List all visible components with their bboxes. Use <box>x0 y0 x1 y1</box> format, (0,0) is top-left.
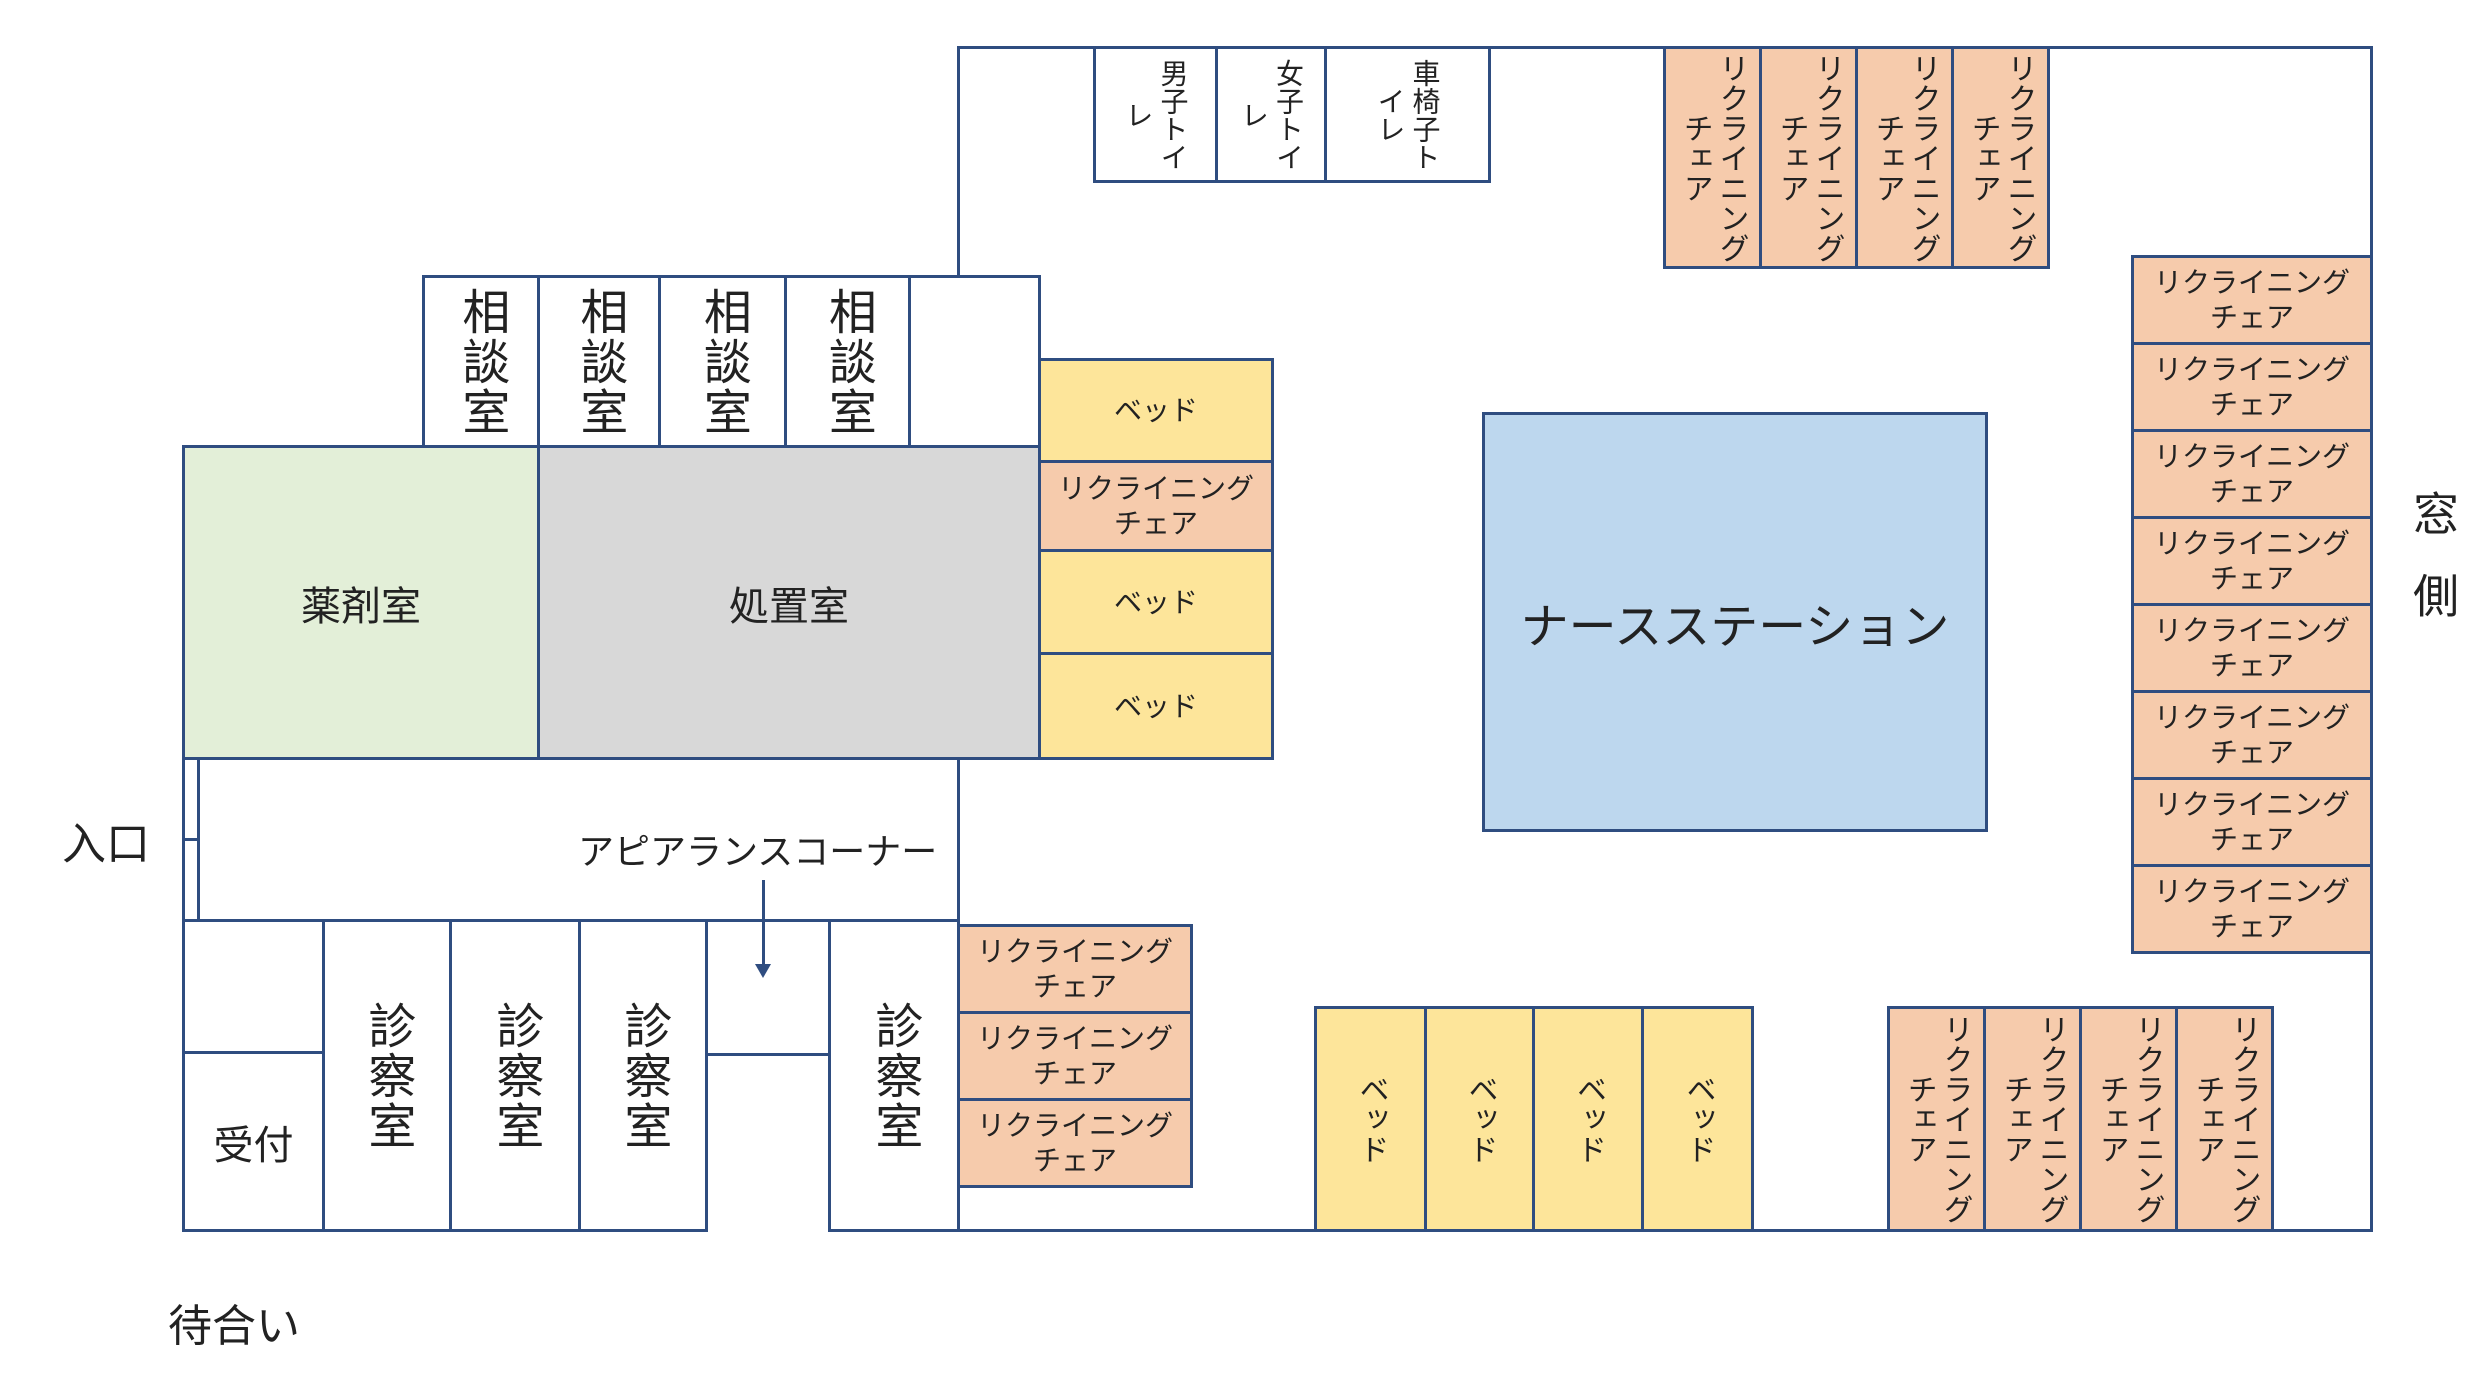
arrow-shaft <box>762 880 765 968</box>
recliner-bottom-right-4: リクライニングチェア <box>2175 1006 2274 1232</box>
storage-room <box>908 275 1041 448</box>
bed-2: ベッド <box>1038 549 1274 655</box>
appearance-corner-label: アピアランスコーナー <box>578 832 938 873</box>
recliner-bottom-right-3: リクライニングチェア <box>2079 1006 2178 1232</box>
reception-label: 受付 <box>213 1122 294 1169</box>
recliner-right-6: リクライニング チェア <box>2131 690 2373 780</box>
recliner-right-4: リクライニング チェア <box>2131 516 2373 606</box>
consultation-room-1: 相談室 <box>422 275 540 448</box>
recliner-right-1: リクライニング チェア <box>2131 255 2373 345</box>
wheelchair-toilet: 車椅子トイレ <box>1324 46 1491 183</box>
wheelchair-toilet-label: 車椅子トイレ <box>1373 58 1442 171</box>
nurse-station: ナースステーション <box>1482 412 1988 832</box>
bed-3: ベッド <box>1038 652 1274 760</box>
recliner-top-3: リクライニングチェア <box>1855 46 1954 269</box>
treatment-room: 処置室 <box>537 445 1041 760</box>
recliner-right-7: リクライニング チェア <box>2131 777 2373 867</box>
entrance-door-2 <box>182 838 200 841</box>
entrance-label: 入口 <box>62 819 150 870</box>
treatment-label: 処置室 <box>729 583 849 630</box>
small-room <box>182 919 325 1054</box>
bed-bottom-4: ベッド <box>1641 1006 1754 1232</box>
male-toilet: 男子トイレ <box>1093 46 1218 183</box>
exam-room-4: 診察室 <box>828 919 960 1232</box>
female-toilet-label: 女子トイレ <box>1237 58 1305 171</box>
exam-room-3: 診察室 <box>578 919 708 1232</box>
consultation-room-4: 相談室 <box>784 275 911 448</box>
recliner-right-5: リクライニング チェア <box>2131 603 2373 693</box>
female-toilet: 女子トイレ <box>1215 46 1327 183</box>
bed-bottom-2: ベッド <box>1424 1006 1535 1232</box>
nurse-station-label: ナースステーション <box>1520 599 1950 655</box>
recliner-top-2: リクライニングチェア <box>1759 46 1858 269</box>
wall-top-left <box>957 46 960 278</box>
pharmacy-room: 薬剤室 <box>182 445 540 760</box>
bed-bottom-3: ベッド <box>1532 1006 1644 1232</box>
recliner-top-4: リクライニングチェア <box>1951 46 2050 269</box>
recliner-bottom-1: リクライニング チェア <box>957 924 1193 1014</box>
recliner-bottom-right-2: リクライニングチェア <box>1983 1006 2082 1232</box>
pharmacy-label: 薬剤室 <box>301 583 421 630</box>
waiting-label: 待合い <box>168 1301 300 1352</box>
window-side-label: 窓側 <box>2406 490 2460 654</box>
consultation-room-3: 相談室 <box>658 275 787 448</box>
recliner-right-3: リクライニング チェア <box>2131 429 2373 519</box>
bed-bottom-1: ベッド <box>1314 1006 1427 1232</box>
exam-room-1: 診察室 <box>322 919 452 1232</box>
appearance-corner <box>705 919 831 1056</box>
consultation-room-2: 相談室 <box>537 275 661 448</box>
recliner-right-8: リクライニング チェア <box>2131 864 2373 954</box>
reception: 受付 <box>182 1051 325 1232</box>
arrow-head <box>755 964 771 978</box>
recliner-bottom-3: リクライニング チェア <box>957 1098 1193 1188</box>
exam-room-2: 診察室 <box>449 919 581 1232</box>
recliner-top-1: リクライニングチェア <box>1663 46 1762 269</box>
recliner-bottom-2: リクライニング チェア <box>957 1011 1193 1101</box>
entrance-door-inner <box>197 757 200 922</box>
bed-1: ベッド <box>1038 358 1274 463</box>
recliner-center: リクライニング チェア <box>1038 460 1274 552</box>
recliner-bottom-right-1: リクライニングチェア <box>1887 1006 1986 1232</box>
recliner-right-2: リクライニング チェア <box>2131 342 2373 432</box>
male-toilet-label: 男子トイレ <box>1121 58 1190 171</box>
